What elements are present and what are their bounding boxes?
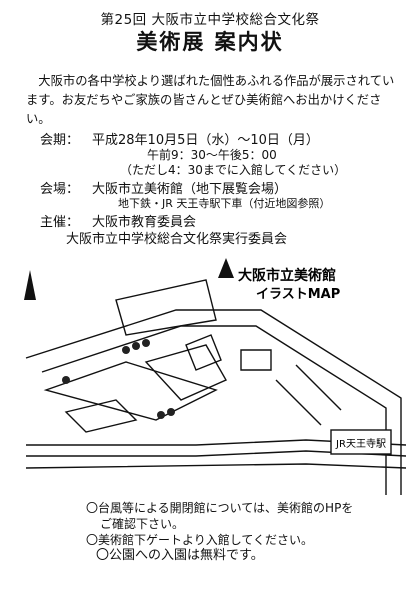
period-dates: 平成28年10月5日（水）～10日（月） [92, 133, 319, 148]
host-line-1: 大阪市教育委員会 [92, 215, 197, 230]
venue-name: 大阪市立美術館（地下展覧会場） [92, 182, 288, 197]
page-title: 美術展 案内状 [136, 30, 284, 54]
illustrated-map: JR天王寺駅 大阪市立美術館 イラストMAP [24, 258, 406, 495]
period-label: 会期： [40, 133, 80, 148]
host-line-2: 大阪市立中学校総合文化祭実行委員会 [66, 232, 288, 247]
station-box [330, 429, 392, 455]
period-hours: 午前9：30～午後5：00 [147, 148, 277, 162]
event-header: 第25回 大阪市立中学校総合文化祭 [100, 12, 320, 28]
note-3: 〇美術館下ゲートより入館してください。 [86, 533, 314, 547]
tree-cluster [62, 339, 175, 419]
tower-icon [24, 270, 36, 300]
map-title-line1: 大阪市立美術館 [238, 267, 336, 284]
note-2: ご確認下さい。 [100, 517, 185, 531]
note-4: 〇公園への入園は無料です。 [96, 548, 264, 563]
map-title-line2: イラストMAP [256, 287, 340, 302]
period-admission-note: （ただし4：30までに入館してください） [120, 163, 347, 177]
note-1: 〇台風等による開閉館については、美術館のHPを [86, 501, 354, 515]
host-label: 主催： [40, 215, 80, 230]
station-label: JR天王寺駅 [335, 438, 386, 450]
pagoda-icon [218, 258, 234, 278]
venue-label: 会場： [40, 182, 80, 197]
intro-paragraph: 大阪市の各中学校より選ばれた個性あふれる作品が展示されています。お友だちやご家族… [26, 74, 395, 126]
venue-access: 地下鉄・JR 天王寺駅下車（付近地図参照） [118, 197, 331, 210]
